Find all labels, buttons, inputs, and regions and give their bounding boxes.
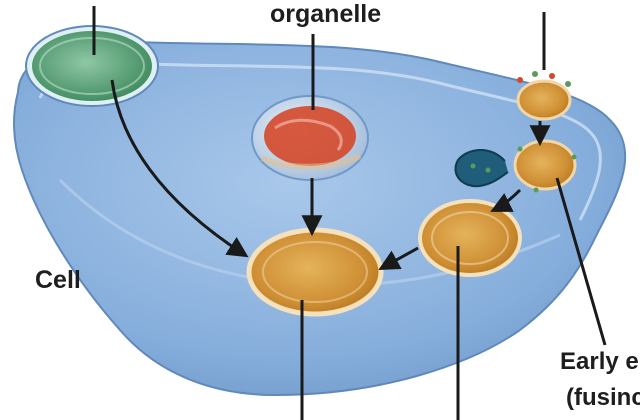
late-endosome-icon xyxy=(418,199,522,277)
lysosome-icon xyxy=(246,227,384,317)
organelle-label: organelle xyxy=(270,0,382,28)
arrow-icon xyxy=(490,188,522,212)
flow-arrows xyxy=(110,79,551,271)
label-leader-lines xyxy=(92,6,607,420)
cell-label: Cell xyxy=(35,266,81,294)
damaged-organelle-icon xyxy=(251,95,369,181)
engulfed-particle-icon xyxy=(25,25,159,107)
early-endosome-label-line-1: Early e xyxy=(560,348,639,375)
receptor-vesicle-icon xyxy=(516,71,572,121)
arrow-icon xyxy=(110,79,249,258)
arrow-icon xyxy=(378,246,419,271)
early-endosome-icon xyxy=(454,139,577,193)
early-endosome-label-line-2: (fusinc xyxy=(566,384,640,411)
